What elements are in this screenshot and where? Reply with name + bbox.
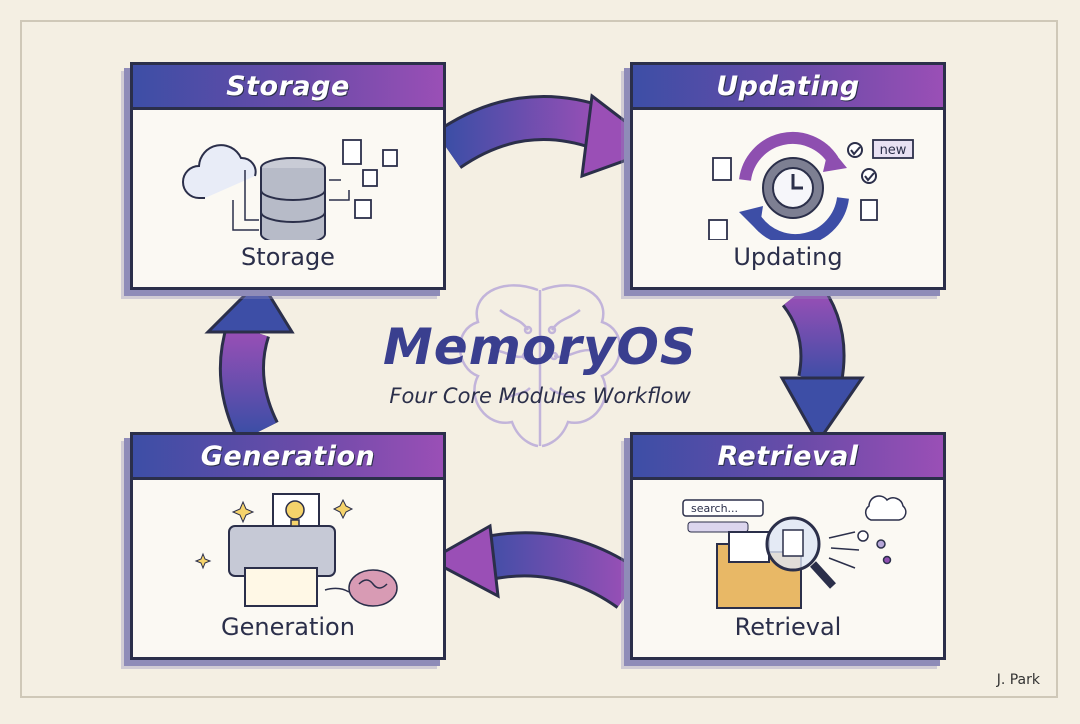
new-badge: new [880, 143, 907, 158]
update-cycle-icon: new [633, 110, 943, 240]
generation-module-card: Generation Generation [130, 432, 446, 660]
thought-cloud-icon [858, 496, 906, 564]
signature: J. Park [997, 672, 1040, 688]
retrieval-header: Retrieval [633, 435, 943, 480]
arrow-retrieval-to-generation [430, 526, 630, 596]
checkmark-icons [848, 143, 876, 183]
generation-caption: Generation [133, 613, 443, 641]
retrieval-illustration: search... [633, 480, 943, 610]
search-text: search... [691, 502, 738, 515]
updating-caption: Updating [633, 243, 943, 271]
arrow-updating-to-retrieval [782, 292, 862, 442]
storage-caption: Storage [133, 243, 443, 271]
diagram-title: MemoryOS [340, 318, 740, 376]
updating-header: Updating [633, 65, 943, 110]
generation-illustration [133, 480, 443, 610]
retrieval-caption: Retrieval [633, 613, 943, 641]
database-icon [133, 110, 443, 240]
search-bar-icon: search... [683, 500, 763, 532]
brain-icon [349, 570, 397, 606]
arrow-storage-to-updating [448, 96, 660, 176]
arrow-generation-to-storage [208, 280, 292, 432]
retrieval-module-card: Retrieval search... Retrieval [630, 432, 946, 660]
generation-header: Generation [133, 435, 443, 480]
storage-module-card: Storage Storage [130, 62, 446, 290]
gear-clock-icon [763, 158, 823, 218]
diagram-subtitle: Four Core Modules Workflow [340, 384, 740, 408]
storage-header: Storage [133, 65, 443, 110]
updating-module-card: Updating new Updating [630, 62, 946, 290]
